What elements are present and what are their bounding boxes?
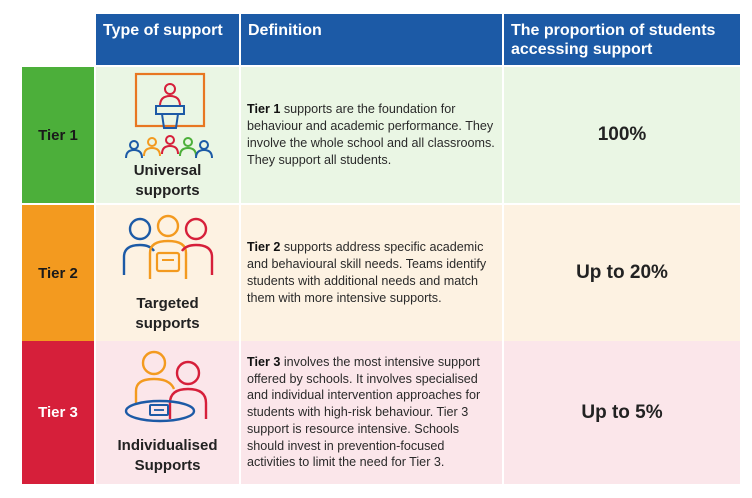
header-type-label: Type of support <box>103 22 223 39</box>
type-of-support-cell: Targeted supports <box>96 205 239 341</box>
definition-cell: Tier 2 supports address specific academi… <box>241 205 502 341</box>
header-definition-label: Definition <box>248 22 322 39</box>
definition-body: supports address specific academic and b… <box>247 240 487 305</box>
type-label-line-1: Targeted <box>136 295 199 312</box>
table-row-tier-1: Tier 1 Universal supports Tier 1 support… <box>22 67 740 203</box>
proportion-value: Up to 5% <box>581 401 663 423</box>
tier-label-cell: Tier 1 <box>22 67 94 203</box>
definition-text: Tier 1 supports are the foundation for b… <box>247 101 496 168</box>
type-of-support-cell: Individualised Supports <box>96 341 239 484</box>
tier-label-cell: Tier 3 <box>22 341 94 484</box>
table-row-tier-2: Tier 2 Targeted supports Tier 2 supports… <box>22 205 740 341</box>
type-of-support-cell: Universal supports <box>96 67 239 203</box>
type-of-support-label: Universal supports <box>96 161 239 201</box>
tier-label: Tier 3 <box>38 404 78 421</box>
proportion-cell: 100% <box>504 67 740 203</box>
definition-body: involves the most intensive support offe… <box>247 354 481 470</box>
type-label-line-1: Universal <box>133 162 202 179</box>
definition-tier-bold: Tier 1 <box>247 102 281 117</box>
definition-text: Tier 2 supports address specific academi… <box>247 239 496 306</box>
definition-tier-bold: Tier 3 <box>247 354 281 369</box>
type-label-line-2: supports <box>135 182 200 199</box>
definition-tier-bold: Tier 2 <box>247 240 281 255</box>
tier-label-cell: Tier 2 <box>22 205 94 341</box>
one-on-one-meeting-icon <box>124 350 207 423</box>
table-row-tier-3: Tier 3 Individualised Supports Tier 3 in… <box>22 341 740 484</box>
group-with-tablet-icon <box>122 214 213 279</box>
proportion-cell: Up to 20% <box>504 205 740 341</box>
classroom-presenter-icon <box>124 72 213 159</box>
header-proportion: The proportion of students accessing sup… <box>504 14 740 65</box>
definition-cell: Tier 1 supports are the foundation for b… <box>241 67 502 203</box>
header-definition: Definition <box>241 14 502 65</box>
tier-label: Tier 2 <box>38 264 78 282</box>
definition-text: Tier 3 involves the most intensive suppo… <box>247 354 496 472</box>
definition-body: supports are the foundation for behaviou… <box>247 102 495 167</box>
proportion-cell: Up to 5% <box>504 341 740 484</box>
tier-label: Tier 1 <box>38 126 78 144</box>
proportion-value: 100% <box>597 124 647 145</box>
type-label-line-1: Individualised <box>117 437 218 454</box>
type-label-line-2: supports <box>135 315 200 332</box>
proportion-value: Up to 20% <box>576 262 668 283</box>
header-proportion-label: The proportion of students accessing sup… <box>511 22 716 58</box>
type-of-support-label: Targeted supports <box>96 294 239 334</box>
type-of-support-label: Individualised Supports <box>96 436 239 476</box>
header-type-of-support: Type of support <box>96 14 239 65</box>
type-label-line-2: Supports <box>134 457 201 474</box>
definition-cell: Tier 3 involves the most intensive suppo… <box>241 341 502 484</box>
